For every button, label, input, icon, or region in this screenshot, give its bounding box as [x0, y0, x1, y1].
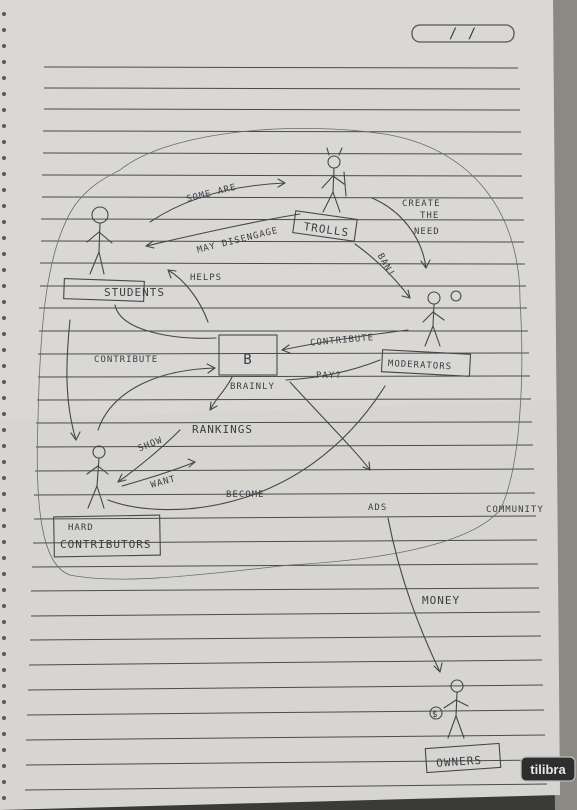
label-the: THE: [420, 211, 439, 221]
troll-figure: [321, 147, 347, 213]
tilibra-logo: tilibra: [520, 756, 576, 782]
arrow-brainly-rankings: [209, 376, 233, 411]
label-need: NEED: [414, 227, 440, 237]
label-hard: HARD: [68, 523, 94, 533]
label-become: BECOME: [226, 490, 265, 500]
label-moderators: MODERATORS: [388, 359, 453, 372]
sketch-ink: [53, 147, 502, 774]
label-create: CREATE: [402, 199, 441, 209]
label-owners: OWNERS: [436, 754, 483, 770]
ruled-lines: [24, 66, 548, 791]
label-ads: ADS: [368, 503, 387, 513]
hard-contributor-figure: [86, 445, 109, 509]
brand-name: tilibra: [530, 762, 566, 777]
label-pay: PAY?: [316, 371, 342, 381]
moderators-box: [380, 349, 472, 377]
arrow-students-contributors: [66, 319, 77, 441]
owner-dollar: $: [432, 710, 438, 720]
label-community: COMMUNITY: [486, 505, 544, 515]
arrow-become: [107, 385, 386, 511]
community-boundary: [36, 127, 523, 580]
date-slashes: / /: [449, 26, 477, 42]
arrow-students-brainly: [114, 304, 217, 339]
arrow-may-disengage: [145, 213, 301, 247]
arrow-show: [117, 429, 181, 483]
owners-box: [424, 742, 502, 774]
label-helps: HELPS: [190, 273, 222, 283]
moderator-figure: [422, 290, 462, 347]
arrow-create-need: [371, 197, 427, 269]
arrow-some-are: [149, 182, 286, 223]
label-students: STUDENTS: [104, 286, 165, 299]
date-box: / /: [411, 24, 515, 43]
arrow-pay: [285, 359, 381, 381]
hard-contributors-box: [53, 514, 161, 558]
arrow-money: [387, 517, 441, 673]
brainly-box: [218, 334, 278, 376]
trolls-box: [292, 210, 358, 242]
brainly-logo: B: [243, 352, 252, 368]
owner-figure: [429, 679, 469, 739]
arrow-contribute: [97, 367, 216, 431]
label-rankings: RANKINGS: [192, 423, 253, 436]
arrow-want: [121, 461, 196, 487]
arrow-ban: [354, 243, 411, 299]
spiral-holes: [2, 12, 6, 800]
arrow-ads-line: [289, 381, 371, 471]
label-contributors: CONTRIBUTORS: [60, 538, 151, 551]
arrow-moderators-contribute: [281, 329, 409, 351]
label-brainly: BRAINLY: [230, 382, 275, 392]
students-box: [63, 278, 145, 302]
student-figure: [86, 206, 113, 275]
label-money: MONEY: [422, 594, 460, 607]
arrow-helps: [167, 269, 209, 323]
label-trolls: TROLLS: [303, 220, 350, 239]
label-contribute-left: CONTRIBUTE: [94, 355, 158, 365]
